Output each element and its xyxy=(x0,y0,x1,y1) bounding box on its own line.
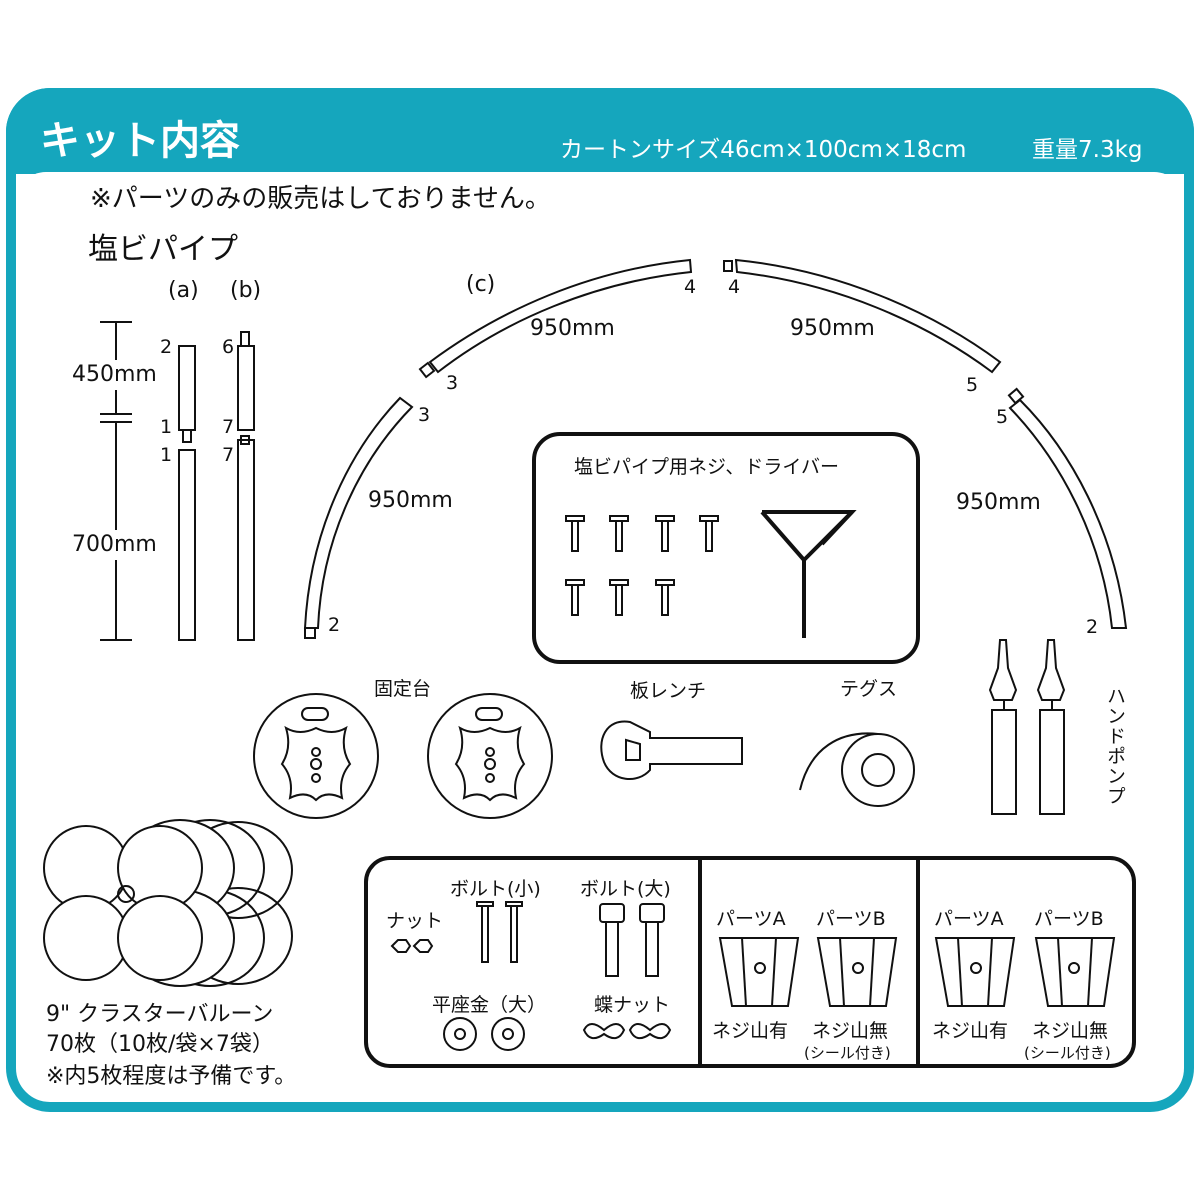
pvc-screws xyxy=(565,515,719,616)
set2-part-a-icon xyxy=(934,937,1016,1007)
washer-label: 平座金（大） xyxy=(432,994,547,1016)
set1-part-a-sub: ネジ山有 xyxy=(712,1020,789,1042)
pipe-c-arcs xyxy=(303,258,1128,639)
arc-end-3-lower: 3 xyxy=(418,404,431,426)
balloon-line-2: 70枚（10枚/袋×7袋） xyxy=(46,1032,274,1057)
pipe-a xyxy=(178,345,196,641)
set1-part-b-sub: ネジ山無 xyxy=(812,1020,889,1042)
pump-label: ハンドポンプ xyxy=(1104,686,1126,806)
arc-end-4-left: 4 xyxy=(684,276,697,298)
header-bar xyxy=(6,88,1194,174)
set1-part-b-note: (シール付き) xyxy=(804,1044,891,1062)
dimension-700 xyxy=(100,422,132,641)
arc-end-4-right: 4 xyxy=(728,276,741,298)
pipe-b-label: (b) xyxy=(230,278,262,303)
page-title: キット内容 xyxy=(40,118,240,164)
header-divider xyxy=(16,172,1184,212)
arc-end-2-right: 2 xyxy=(1086,616,1099,638)
base-plate-2 xyxy=(427,693,553,819)
large-bolt-icons xyxy=(599,903,665,977)
arc-length-left: 950mm xyxy=(368,488,453,513)
wing-nut-icons xyxy=(582,1023,672,1040)
hand-pump-2 xyxy=(1036,639,1066,815)
wrench-icon xyxy=(600,720,743,781)
pipe-b-end-7-top: 7 xyxy=(222,416,235,438)
arc-end-3-upper: 3 xyxy=(446,372,459,394)
cluster-balloons-icon xyxy=(43,819,293,987)
arc-end-5-upper: 5 xyxy=(966,374,979,396)
tegusu-label: テグス xyxy=(840,678,898,700)
screwdriver-icon xyxy=(760,510,857,638)
wrench-label: 板レンチ xyxy=(630,680,707,702)
set2-part-a-label: パーツA xyxy=(934,908,1004,930)
set1-part-b-icon xyxy=(816,937,898,1007)
set1-part-b-label: パーツB xyxy=(816,908,886,930)
pipe-b xyxy=(237,331,255,641)
nut-icons xyxy=(390,939,434,953)
weight: 重量7.3kg xyxy=(1032,137,1143,163)
small-bolt-icons xyxy=(476,901,523,963)
length-700: 700mm xyxy=(72,532,157,557)
balloon-line-3: ※内5枚程度は予備です。 xyxy=(46,1064,297,1089)
arc-length-top-left: 950mm xyxy=(530,316,615,341)
arc-end-5-lower: 5 xyxy=(996,406,1009,428)
screws-box-title: 塩ビパイプ用ネジ、ドライバー xyxy=(574,456,840,478)
bolt-small-label: ボルト(小) xyxy=(450,878,541,900)
wing-nut-label: 蝶ナット xyxy=(594,994,671,1016)
set2-part-b-label: パーツB xyxy=(1034,908,1104,930)
set1-part-a-icon xyxy=(718,937,800,1007)
pipes-title: 塩ビパイプ xyxy=(88,232,238,267)
pipe-a-end-1-top: 1 xyxy=(160,416,173,438)
set2-part-b-sub: ネジ山無 xyxy=(1032,1020,1109,1042)
tegusu-icon xyxy=(799,732,915,807)
set2-part-b-icon xyxy=(1034,937,1116,1007)
carton-size: カートンサイズ46cm×100cm×18cm xyxy=(560,137,967,163)
length-450: 450mm xyxy=(72,362,157,387)
pipe-b-end-7-bottom: 7 xyxy=(222,444,235,466)
washer-icons xyxy=(443,1017,525,1051)
arc-length-right: 950mm xyxy=(956,490,1041,515)
pipe-a-end-2: 2 xyxy=(160,336,173,358)
set1-part-a-label: パーツA xyxy=(716,908,786,930)
dimension-450 xyxy=(100,321,132,423)
bolt-large-label: ボルト(大) xyxy=(580,878,671,900)
arc-length-top-right: 950mm xyxy=(790,316,875,341)
parts-note: ※パーツのみの販売はしておりません。 xyxy=(90,184,551,214)
nut-label: ナット xyxy=(386,910,444,932)
pipe-c-label: (c) xyxy=(466,272,496,297)
pipe-b-end-6: 6 xyxy=(222,336,235,358)
balloon-line-1: 9" クラスターバルーン xyxy=(46,1002,274,1027)
set2-part-b-note: (シール付き) xyxy=(1024,1044,1111,1062)
set2-part-a-sub: ネジ山有 xyxy=(932,1020,1009,1042)
pipe-a-end-1-bottom: 1 xyxy=(160,444,173,466)
arc-end-2-left: 2 xyxy=(328,614,341,636)
hand-pump-1 xyxy=(988,639,1018,815)
base-plate-1 xyxy=(253,693,379,819)
base-label: 固定台 xyxy=(374,678,432,700)
hardware-box xyxy=(364,856,1136,1068)
screws-box xyxy=(532,432,920,664)
pipe-a-label: (a) xyxy=(168,278,199,303)
